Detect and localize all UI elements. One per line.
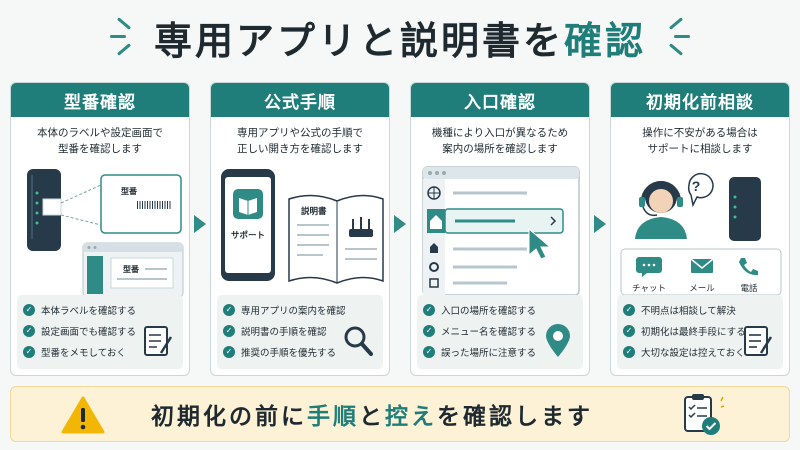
notepad-icon	[144, 326, 173, 356]
check-icon: ✓	[623, 346, 635, 358]
router-label-illustration: 型番 型番	[17, 163, 184, 299]
panel-official-steps: 公式手順 専用アプリや公式の手順で 正しい開き方を確認します	[210, 82, 390, 376]
magnifier-icon	[344, 326, 373, 356]
list-item: ✓設定画面でも確認する	[23, 324, 136, 338]
manual-label: 説明書	[301, 207, 327, 217]
check-icon: ✓	[423, 304, 435, 316]
check-icon: ✓	[223, 346, 235, 358]
title-text: 専用アプリと説明書を	[153, 18, 564, 63]
panel-description: 機種により入口が異なるため 案内の場所を確認します	[431, 127, 569, 155]
checklist: ✓本体ラベルを確認する ✓設定画面でも確認する ✓型番をメモしておく	[17, 295, 183, 369]
screen-model-label: 型番	[123, 265, 139, 274]
list-item: ✓メニュー名を確認する	[423, 324, 536, 338]
panel-heading: 型番確認	[11, 83, 189, 117]
warning-icon	[61, 396, 105, 434]
arrow-right-icon	[394, 215, 406, 233]
panel-description: 操作に不安がある場合は サポートに相談します	[642, 127, 758, 155]
arrow-right-icon	[594, 215, 606, 233]
check-icon: ✓	[23, 304, 35, 316]
panel-model-number: 型番確認 本体のラベルや設定画面で 型番を確認します	[10, 82, 190, 376]
app-and-manual-illustration: サポート 説明書	[217, 163, 384, 299]
list-item: ✓不明点は相談して解決	[623, 303, 736, 317]
list-item: ✓説明書の手順を確認	[223, 324, 327, 338]
page-title: 専用アプリと説明書を確認	[0, 6, 800, 68]
support-illustration: ? チャット メール 電話	[617, 163, 783, 299]
check-icon: ✓	[623, 325, 635, 337]
contact-phone-label: 電話	[740, 284, 758, 294]
banner-message: 初期化の前に手順と控えを確認します	[151, 404, 593, 430]
title-decoration-left-icon	[110, 17, 144, 58]
svg-text:?: ?	[692, 178, 701, 194]
contact-mail-label: メール	[689, 284, 715, 294]
panel-pre-reset-consult: 初期化前相談 操作に不安がある場合は サポートに相談します ?	[610, 82, 790, 376]
check-icon: ✓	[23, 325, 35, 337]
panel-heading: 公式手順	[211, 83, 389, 117]
app-label: サポート	[230, 231, 265, 241]
checklist: ✓不明点は相談して解決 ✓初期化は最終手段にする ✓大切な設定は控えておく	[617, 295, 783, 369]
panel-description: 専用アプリや公式の手順で 正しい開き方を確認します	[237, 127, 363, 155]
contact-chat-label: チャット	[632, 284, 666, 294]
panel-entrance-check: 入口確認 機種により入口が異なるため 案内の場所を確認します	[410, 82, 590, 376]
summary-banner: 初期化の前に手順と控えを確認します	[10, 386, 790, 442]
check-icon: ✓	[423, 346, 435, 358]
panel-heading: 初期化前相談	[611, 83, 789, 117]
list-item: ✓初期化は最終手段にする	[623, 324, 746, 338]
menu-screen-illustration	[417, 163, 583, 299]
checklist: ✓専用アプリの案内を確認 ✓説明書の手順を確認 ✓推奨の手順を優先する	[217, 295, 383, 369]
location-pin-icon	[546, 324, 570, 357]
title-decoration-right-icon	[656, 17, 690, 58]
list-item: ✓推奨の手順を優先する	[223, 345, 336, 359]
step-panels: 型番確認 本体のラベルや設定画面で 型番を確認します	[10, 82, 790, 376]
list-item: ✓本体ラベルを確認する	[23, 303, 136, 317]
sticker-model-label: 型番	[121, 187, 137, 196]
check-icon: ✓	[623, 304, 635, 316]
list-item: ✓誤った場所に注意する	[423, 345, 536, 359]
panel-description: 本体のラベルや設定画面で 型番を確認します	[37, 127, 163, 155]
list-item: ✓型番をメモしておく	[23, 345, 126, 359]
check-icon: ✓	[223, 304, 235, 316]
clipboard-check-icon	[684, 394, 725, 435]
list-item: ✓入口の場所を確認する	[423, 303, 536, 317]
arrow-right-icon	[194, 215, 206, 233]
notepad-icon	[744, 326, 773, 356]
list-item: ✓大切な設定は控えておく	[623, 345, 745, 359]
check-icon: ✓	[23, 346, 35, 358]
check-icon: ✓	[423, 325, 435, 337]
title-accent: 確認	[564, 18, 647, 63]
support-agent-icon: ?	[620, 172, 782, 296]
list-item: ✓専用アプリの案内を確認	[223, 303, 346, 317]
check-icon: ✓	[223, 325, 235, 337]
checklist: ✓入口の場所を確認する ✓メニュー名を確認する ✓誤った場所に注意する	[417, 295, 583, 369]
panel-heading: 入口確認	[411, 83, 589, 117]
